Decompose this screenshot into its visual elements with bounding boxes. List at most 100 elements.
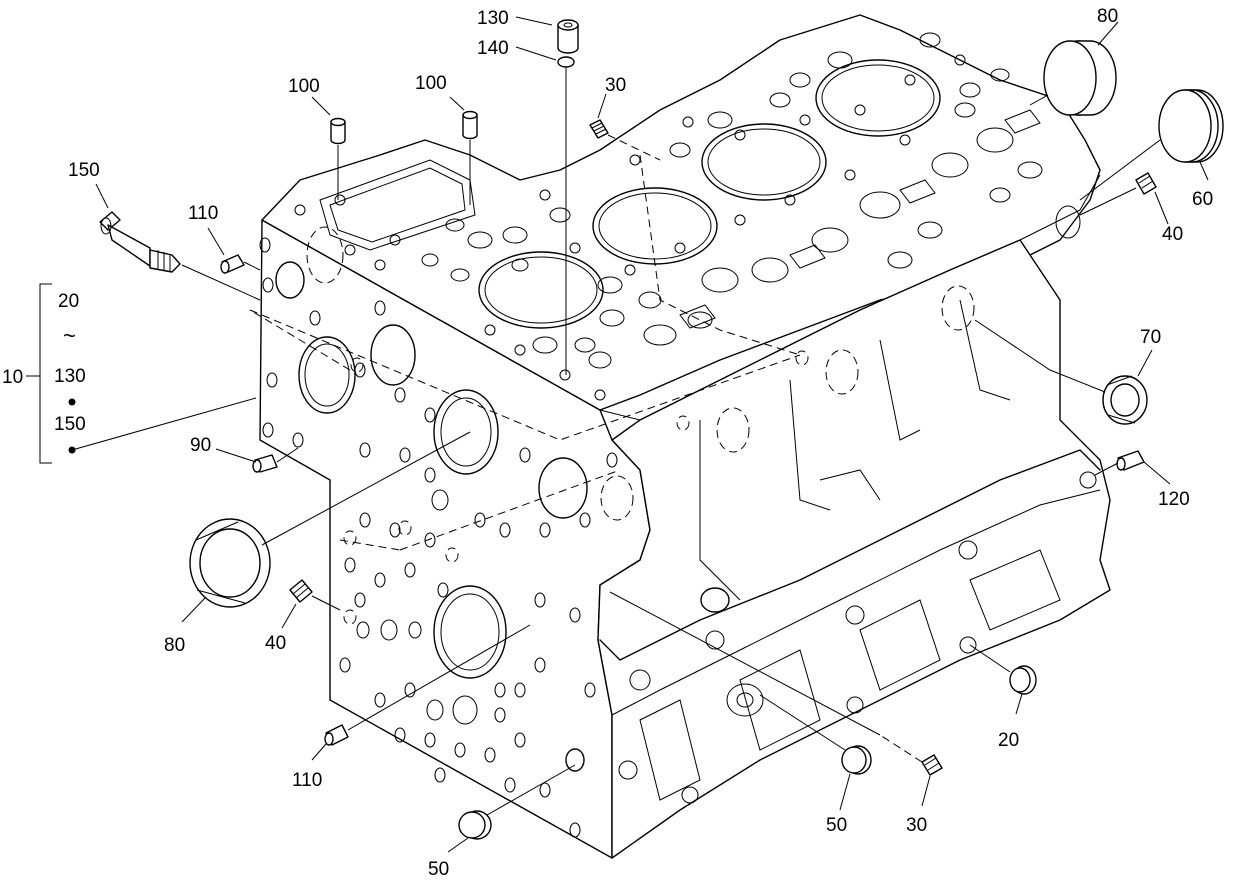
cylinder-block [259,14,1111,859]
web [859,599,941,691]
block-top-deck [261,14,1101,411]
rail-boss [629,669,651,691]
front-bolt-holes [259,237,618,838]
camshaft-bore-inner [440,397,492,467]
callout-40-left: 40 [265,633,286,654]
rib [879,339,921,441]
leader-30-bottom [609,591,881,736]
oil-gallery-boss [700,587,730,613]
leader-40-right [1079,187,1137,216]
side-boss-hole [736,692,754,708]
leader-20 [969,644,1011,673]
water-holes [421,32,1043,369]
part-60-cap [1158,89,1224,163]
crankshaft-bore-inner [440,593,500,671]
rib [959,299,1011,401]
front-bore-upper-left [298,336,356,414]
leader-110-top [243,261,261,271]
timing-cover-inner [329,167,466,243]
group-middle-130: 130 [54,366,86,387]
web [739,649,821,751]
leader-110-bottom [347,624,531,731]
cylinder-bore-3 [701,123,827,201]
rail-boss [846,696,864,714]
part-110-pin-bottom [324,724,349,746]
front-bore-upper-right [370,324,416,386]
callout-70: 70 [1140,327,1161,348]
callout-130: 130 [477,8,509,29]
callout-100-right: 100 [415,73,447,94]
bore-liner [821,64,935,132]
part-20-cap [1009,665,1037,695]
group-tilde: ~ [63,323,76,348]
camshaft-bore [433,389,499,475]
side-boss [726,683,764,717]
deck-slots [679,109,1041,329]
callout-20: 20 [998,730,1019,751]
part-40-plug-left [289,579,313,603]
callout-120: 120 [1158,489,1190,510]
group-label-10: 10 [2,367,23,388]
callout-100-left: 100 [288,76,320,97]
rib [789,379,831,511]
block-side-face [597,239,1111,859]
cylinder-bore-4 [815,59,941,137]
rail-boss [681,786,699,804]
part-80-cap-top [1043,40,1117,116]
part-30-plug-top [589,119,609,139]
part-100-dowel-right [462,110,478,140]
callout-150: 150 [68,160,100,181]
part-130-plug [557,19,579,54]
group-end-150: 150 [54,414,86,435]
web [969,549,1061,631]
part-90-pin [252,454,278,473]
part-50-plug-bottom [458,810,492,840]
plug-seat [565,748,585,772]
assembly-group-bracket: 10 20 ~ 130 150 [2,283,86,464]
rail-boss [618,760,638,780]
callout-110-bottom: 110 [292,770,322,791]
part-30-plug-bottom [921,754,943,776]
front-face-features [259,237,618,838]
part-70-seal [1102,375,1148,425]
callout-50-mid: 50 [826,815,847,836]
pan-rail-lower [611,489,1101,716]
hidden-lines [249,154,975,625]
part-120-pin [1116,450,1145,471]
callout-30-bottom: 30 [906,815,927,836]
group-dot-150 [68,446,76,454]
leader-120 [1094,462,1119,476]
bore-liner [598,192,712,260]
leader-70 [974,319,1106,393]
rail-boss [959,636,977,654]
callout-60: 60 [1192,189,1213,210]
leader-90 [276,447,299,463]
leader-50-mid [759,694,846,751]
part-140-o-ring [557,56,575,68]
pan-rail [599,449,1101,661]
leader-60 [1079,139,1161,201]
leader-150 [181,264,261,301]
callout-140: 140 [477,38,509,59]
rear-boss [1055,205,1081,239]
rail-boss [958,540,978,560]
rail-boss [845,605,865,625]
part-150-sensor [99,211,181,273]
crankshaft-bore [433,585,507,679]
bracket-line [39,283,52,464]
web [639,699,701,801]
callout-50-bottom: 50 [428,859,449,880]
leader-30-bottom-dash [879,734,923,763]
timing-cover-opening [319,159,476,251]
callout-80-top: 80 [1097,6,1118,27]
group-dot-130 [68,398,76,406]
part-80-seal-left [189,518,271,608]
leader-50-bottom [486,764,576,816]
leader-30-top [607,134,661,161]
idler-bore [538,457,588,519]
rail-boss [705,630,725,650]
part-110-pin-top [220,254,245,274]
group-start-20: 20 [58,291,79,312]
